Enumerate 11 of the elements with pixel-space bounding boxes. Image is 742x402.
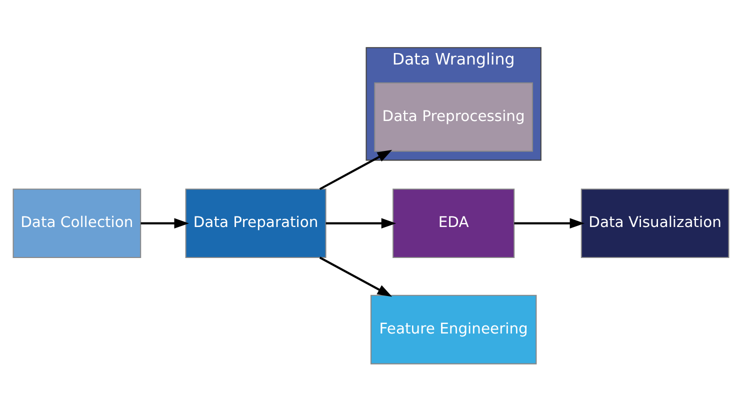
node-box: Data Visualization (580, 188, 730, 258)
arrow (319, 149, 392, 190)
node-box: EDA (392, 188, 515, 258)
node-box: Data Preprocessing (374, 82, 534, 152)
arrow (326, 218, 396, 228)
node-box: Data Collection (12, 188, 142, 258)
node-box: Data Preparation (185, 188, 326, 258)
node-box: Feature Engineering (370, 294, 537, 364)
arrow (514, 218, 585, 228)
arrow (319, 256, 392, 296)
arrow (140, 218, 190, 228)
